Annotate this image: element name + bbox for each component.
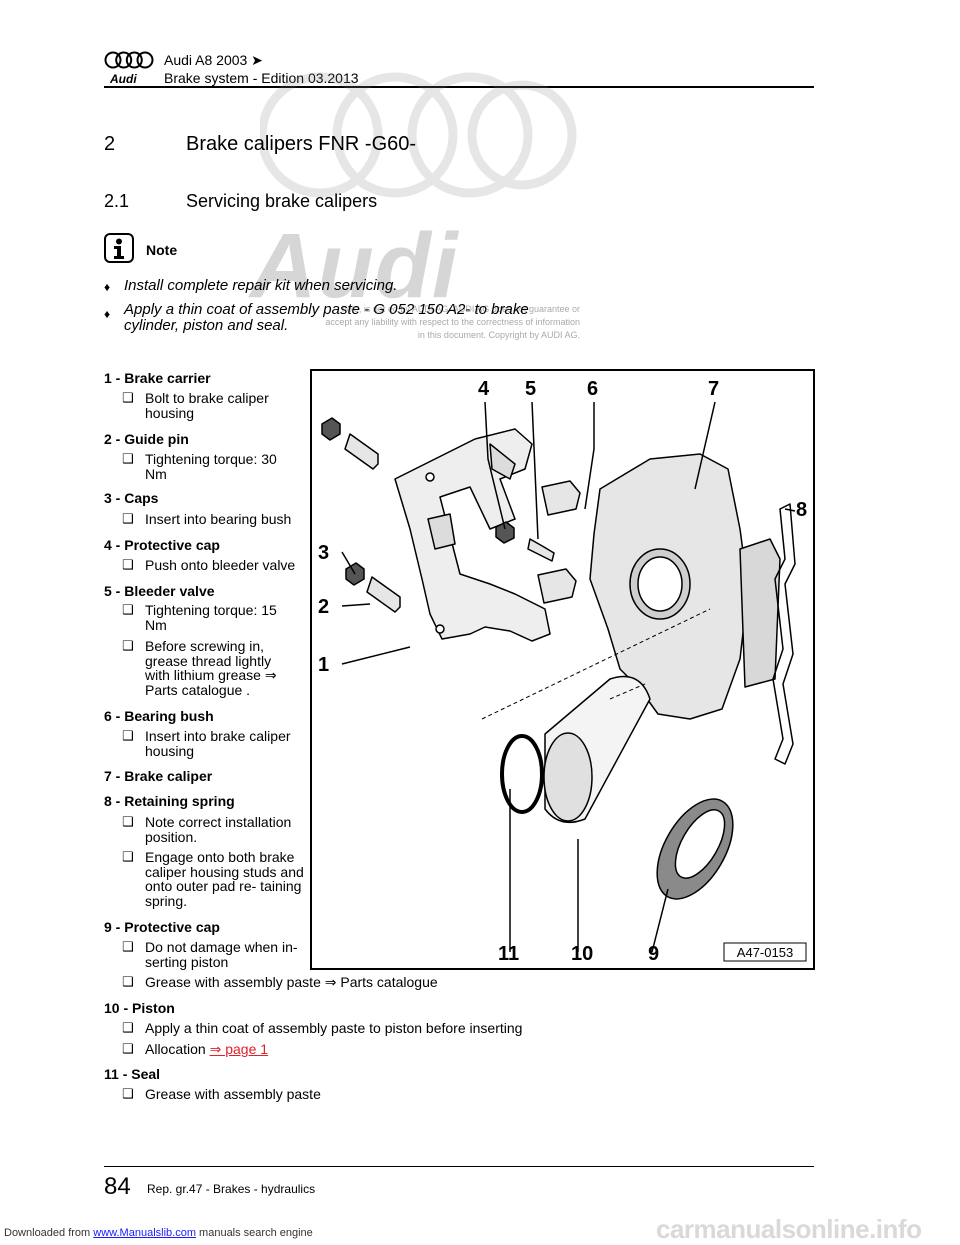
checkbox-icon: ❑ — [122, 1020, 134, 1035]
step-text: Insert into brake caliper housing — [145, 728, 291, 759]
info-icon — [104, 233, 134, 263]
callout-label: 9 — [648, 943, 659, 965]
note-bullet: ♦ — [104, 280, 111, 294]
callout-label: 3 — [318, 542, 329, 564]
step-text: Push onto bleeder valve — [145, 557, 296, 573]
step-text: Grease with assembly paste ⇒ Parts catal… — [145, 974, 438, 990]
checkbox-icon: ❑ — [122, 814, 134, 829]
step-text: Engage onto both brake caliper housing s… — [145, 849, 304, 909]
download-suffix: manuals search engine — [199, 1227, 313, 1239]
page-number: 84 — [104, 1173, 131, 1200]
note-label: Note — [146, 242, 178, 258]
checkbox-icon: ❑ — [122, 638, 134, 653]
part-title: 1 - Brake carrier — [104, 370, 211, 386]
checkbox-icon: ❑ — [122, 451, 134, 466]
section-title: Servicing brake calipers — [186, 191, 378, 211]
step-text: Allocation — [145, 1041, 206, 1057]
checkbox-icon: ❑ — [122, 939, 134, 954]
section-number: 2.1 — [104, 191, 130, 211]
part-title: 2 - Guide pin — [104, 431, 189, 447]
audi-logo-text: Audi — [110, 72, 137, 86]
brake-caliper-exploded-diagram: 4 5 6 7 8 3 2 1 11 10 9 A47-0153 — [310, 369, 815, 970]
part-title: 5 - Bleeder valve — [104, 583, 215, 599]
checkbox-icon: ❑ — [122, 557, 134, 572]
source-watermark: carmanualsonline.info — [656, 1214, 922, 1244]
chapter-title: Brake calipers FNR -G60- — [186, 133, 417, 155]
repair-group: Rep. gr.47 - Brakes - hydraulics — [147, 1182, 316, 1196]
callout-label: 10 — [571, 943, 593, 965]
audi-watermark-rings — [260, 72, 577, 198]
part-title: 3 - Caps — [104, 490, 159, 506]
step-text: Do not damage when in- serting piston — [145, 939, 298, 970]
step-text: Before screwing in, grease thread lightl… — [145, 638, 277, 698]
step-text: Grease with assembly paste — [145, 1086, 321, 1102]
allocation-page-link[interactable]: ⇒ page 1 — [209, 1041, 269, 1057]
footer-rule — [104, 1166, 814, 1167]
checkbox-icon: ❑ — [122, 849, 134, 864]
download-prefix: Downloaded from — [4, 1227, 91, 1239]
audi-watermark-text: Audi — [250, 215, 459, 317]
step-text: Note correct installation position. — [145, 814, 292, 845]
part-title: 11 - Seal — [104, 1066, 161, 1082]
checkbox-icon: ❑ — [122, 511, 134, 526]
part-title: 6 - Bearing bush — [104, 708, 214, 724]
checkbox-icon: ❑ — [122, 602, 134, 617]
document-edition: Brake system - Edition 03.2013 — [164, 70, 359, 86]
manualslib-link[interactable]: www.Manualslib.com — [93, 1227, 196, 1239]
callout-label: 11 — [498, 943, 519, 965]
callout-label: 5 — [525, 378, 536, 400]
document-title: Audi A8 2003 ➤ — [164, 52, 263, 68]
download-notice: Downloaded from www.Manualslib.com manua… — [4, 1227, 313, 1239]
header-rule — [104, 86, 814, 88]
part-title: 4 - Protective cap — [104, 537, 220, 553]
note-item: Apply a thin coat of assembly paste - G … — [124, 301, 529, 334]
checkbox-icon: ❑ — [122, 728, 134, 743]
part-title: 7 - Brake caliper — [104, 768, 213, 784]
note-bullet: ♦ — [104, 307, 111, 321]
callout-label: 4 — [478, 378, 490, 400]
step-text: Tightening torque: 30 Nm — [145, 451, 277, 482]
part-title: 10 - Piston — [104, 1000, 175, 1016]
part-title: 9 - Protective cap — [104, 919, 220, 935]
step-text: Insert into bearing bush — [145, 511, 292, 527]
callout-label: 2 — [318, 596, 329, 618]
audi-rings-logo — [104, 51, 154, 69]
copyright-watermark: hole, is not ed by AUDI AG. AUDI AG does… — [325, 304, 580, 340]
checkbox-icon: ❑ — [122, 390, 134, 405]
step-text: Tightening torque: 15 Nm — [145, 602, 277, 633]
note-item: Install complete repair kit when servici… — [124, 277, 398, 294]
callout-label: 7 — [708, 378, 719, 400]
step-text: Bolt to brake caliper housing — [145, 390, 269, 421]
step-text: Apply a thin coat of assembly paste to p… — [145, 1020, 523, 1036]
checkbox-icon: ❑ — [122, 1086, 134, 1101]
callout-label: 8 — [796, 499, 807, 521]
chapter-number: 2 — [104, 133, 116, 155]
part-title: 8 - Retaining spring — [104, 793, 235, 809]
callout-label: 1 — [318, 654, 329, 676]
figure-code: A47-0153 — [737, 945, 793, 960]
checkbox-icon: ❑ — [122, 1041, 134, 1056]
callout-label: 6 — [587, 378, 598, 400]
checkbox-icon: ❑ — [122, 974, 134, 989]
